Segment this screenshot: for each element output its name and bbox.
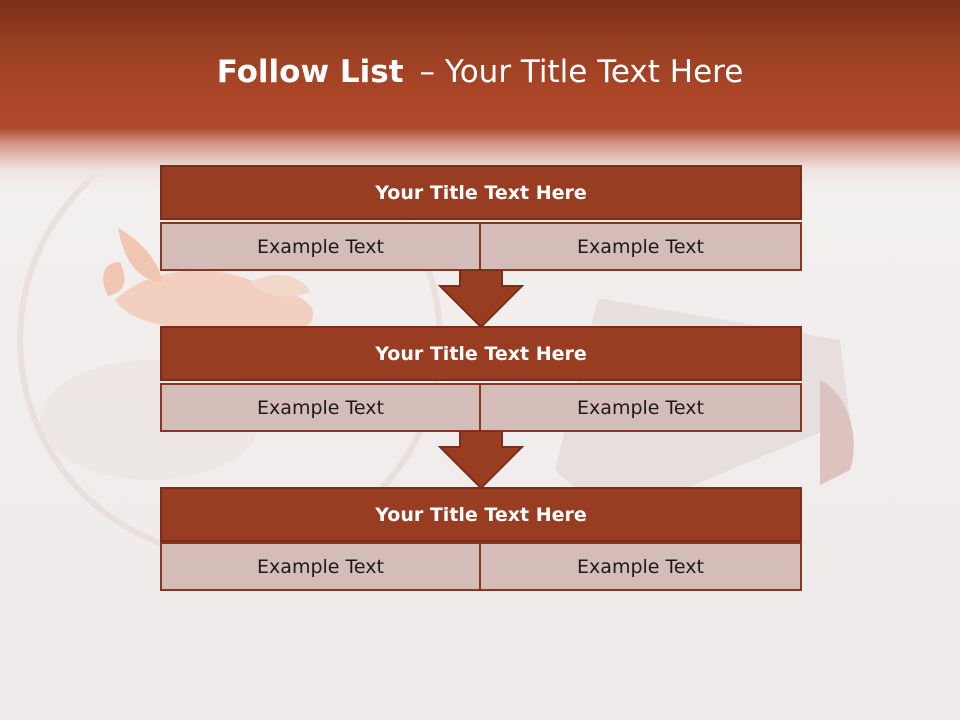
slide-title-rest: – Your Title Text Here xyxy=(419,54,744,90)
header-band xyxy=(0,0,960,190)
flow-step-cells: Example Text Example Text xyxy=(160,383,802,432)
flow-cell-left: Example Text xyxy=(160,222,481,271)
flow-step-1: Your Title Text Here Example Text Exampl… xyxy=(160,165,802,293)
slide-title: Follow List – Your Title Text Here xyxy=(0,54,960,90)
down-arrow-icon xyxy=(438,270,524,328)
flow-step-2: Your Title Text Here Example Text Exampl… xyxy=(160,326,802,454)
flow-step-title: Your Title Text Here xyxy=(160,165,802,220)
flow-cell-right: Example Text xyxy=(481,222,802,271)
flow-cell-left: Example Text xyxy=(160,542,481,591)
flow-step-title: Your Title Text Here xyxy=(160,487,802,542)
flow-step-3: Your Title Text Here Example Text Exampl… xyxy=(160,487,802,615)
down-arrow-icon xyxy=(438,431,524,489)
flow-cell-right: Example Text xyxy=(481,383,802,432)
flow-step-title: Your Title Text Here xyxy=(160,326,802,381)
slide-title-bold: Follow List xyxy=(216,54,404,90)
flow-cell-left: Example Text xyxy=(160,383,481,432)
flow-step-cells: Example Text Example Text xyxy=(160,542,802,592)
flow-step-cells: Example Text Example Text xyxy=(160,222,802,271)
flow-cell-right: Example Text xyxy=(481,542,802,591)
